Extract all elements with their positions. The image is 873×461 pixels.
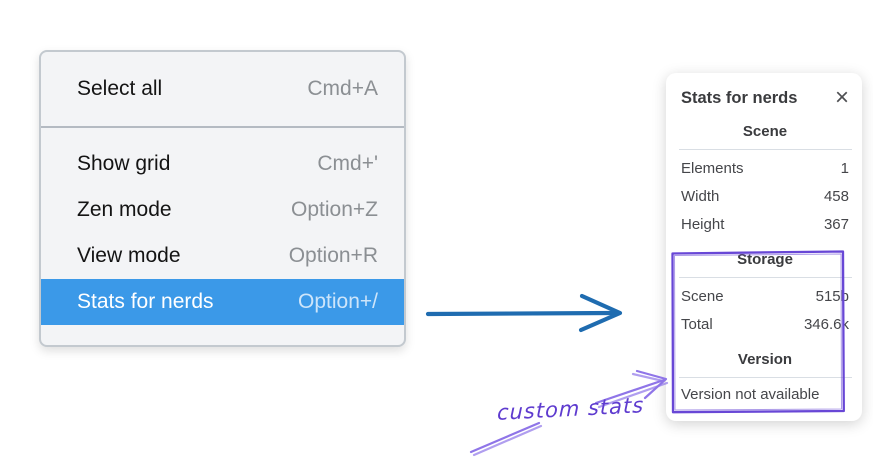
menu-item-label: Zen mode (77, 198, 172, 221)
menu-item-shortcut: Option+Z (291, 198, 378, 221)
section-heading-storage: Storage (737, 251, 793, 268)
menu-item-show-grid[interactable]: Show grid Cmd+' (41, 141, 404, 187)
menu-item-select-all[interactable]: Select all Cmd+A (41, 52, 404, 126)
version-note: Version not available (681, 385, 820, 403)
stat-value: 515b (815, 287, 849, 305)
stat-label: Scene (681, 287, 724, 305)
stat-row-height: Height 367 (681, 210, 849, 238)
close-icon[interactable]: × (834, 84, 849, 111)
stat-row-total-storage: Total 346.6k (681, 310, 849, 338)
menu-item-zen-mode[interactable]: Zen mode Option+Z (41, 187, 404, 233)
section-divider (679, 149, 852, 150)
menu-item-label: Show grid (77, 152, 171, 175)
stat-label: Height (681, 215, 725, 233)
menu-item-stats-for-nerds[interactable]: Stats for nerds Option+/ (41, 279, 404, 325)
stats-panel-title: Stats for nerds (681, 88, 798, 107)
stat-label: Elements (681, 159, 744, 177)
stats-panel: Stats for nerds × Scene Elements 1 Width… (666, 73, 862, 421)
menu-item-label: View mode (77, 244, 181, 267)
section-divider (679, 277, 852, 278)
stat-label: Width (681, 187, 720, 205)
menu-item-shortcut: Option+/ (298, 290, 378, 313)
stat-row-scene-storage: Scene 515b (681, 282, 849, 310)
section-divider (679, 377, 852, 378)
menu-item-label: Stats for nerds (77, 290, 214, 313)
stats-panel-header: Stats for nerds × (681, 86, 849, 110)
menu-item-shortcut: Cmd+' (317, 152, 378, 175)
stat-value: 1 (840, 159, 849, 177)
stat-value: 367 (823, 215, 849, 233)
stat-value: 346.6k (803, 315, 849, 333)
section-heading-scene: Scene (742, 123, 788, 140)
menu-item-label: Select all (77, 77, 163, 100)
flow-arrow-icon (425, 293, 623, 333)
menu-item-view-mode[interactable]: View mode Option+R (41, 233, 404, 279)
menu-group: Show grid Cmd+' Zen mode Option+Z View m… (41, 128, 404, 325)
stat-value: 458 (823, 187, 849, 205)
menu-item-shortcut: Cmd+A (307, 77, 378, 100)
annotation-custom-stats: custom stats (496, 393, 645, 425)
stat-label: Total (681, 315, 713, 333)
menu-separator (41, 126, 404, 128)
context-menu: Select all Cmd+A Show grid Cmd+' Zen mod… (39, 50, 406, 347)
stat-row-width: Width 458 (681, 182, 849, 210)
menu-item-shortcut: Option+R (288, 244, 378, 267)
stat-row-elements: Elements 1 (681, 154, 849, 182)
section-heading-version: Version (737, 351, 793, 368)
